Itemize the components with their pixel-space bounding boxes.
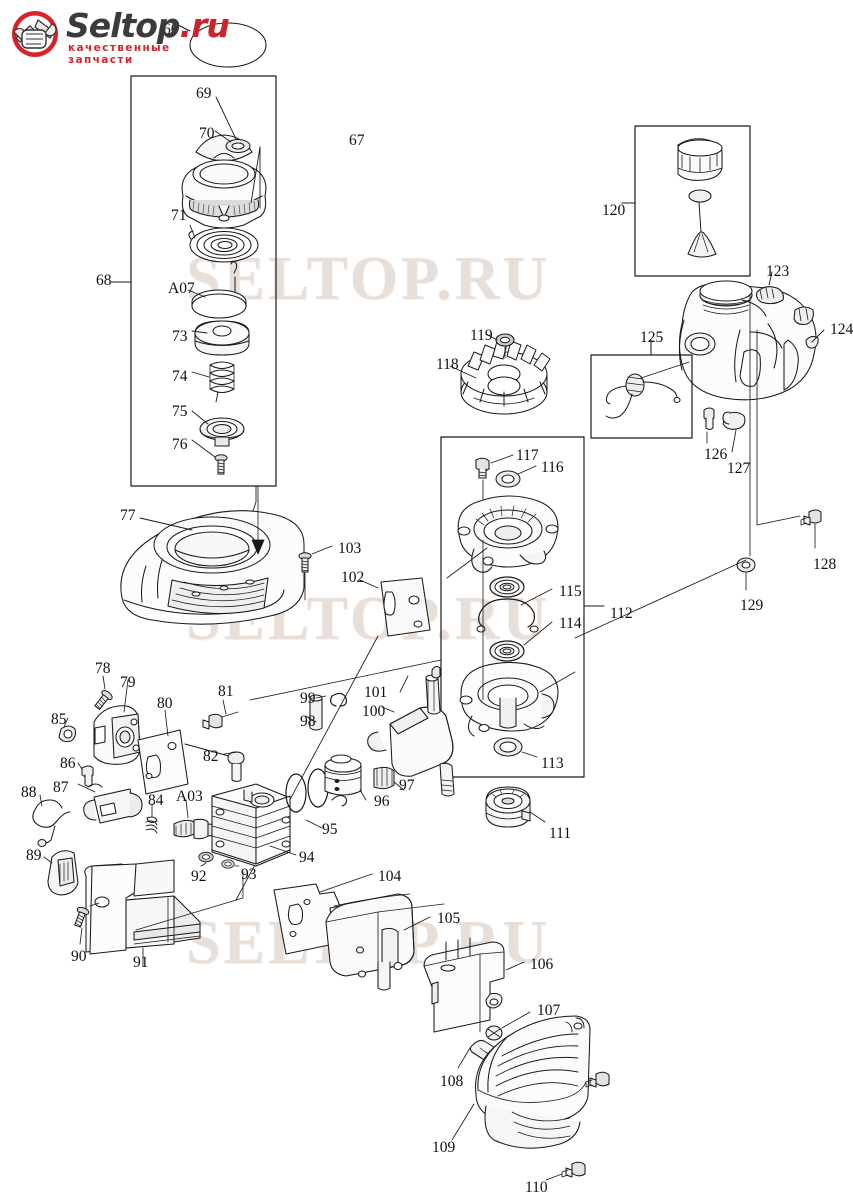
part-114-bearing: 114 [559, 615, 582, 632]
part-110-screw: 110 [525, 1179, 548, 1196]
part-129-washer: 129 [740, 597, 764, 614]
logo-tagline: качественные запчасти [68, 42, 171, 66]
part-73-rope-pulley: 73 [172, 328, 188, 345]
part-104-muffler-gasket: 104 [378, 868, 402, 885]
part-76-screw: 76 [172, 436, 188, 453]
part-71-rewind-spring: 71 [171, 207, 187, 224]
logo-domain: .ru [179, 6, 230, 45]
part-93-nut: 93 [241, 866, 257, 883]
part-111-clutch-drum: 111 [549, 825, 572, 842]
part-125-fuel-line-assembly: 125 [640, 329, 664, 346]
part-116-washer: 116 [541, 459, 564, 476]
part-89-grip: 89 [26, 847, 42, 864]
site-logo[interactable]: Seltop.ru качественные запчасти [8, 6, 230, 66]
part-113-oil-seal: 113 [541, 755, 564, 772]
part-a07-starter-rope: A07 [168, 280, 195, 297]
part-127-fuel-filter: 127 [727, 460, 751, 477]
part-81-bolt: 81 [218, 683, 234, 700]
part-119-nut: 119 [470, 327, 493, 344]
part-80-insulator: 80 [157, 695, 173, 712]
part-120-fuel-cap-assembly: 120 [602, 202, 626, 219]
part-108-bolt: 108 [440, 1073, 464, 1090]
part-97-needle-bearing: 97 [399, 777, 415, 794]
part-115-circlip: 115 [559, 583, 582, 600]
part-85-primer: 85 [51, 711, 67, 728]
part-78-screw: 78 [95, 660, 111, 677]
logo-wordmark: Seltop.ru [66, 6, 230, 45]
part-94-cylinder: 94 [299, 849, 315, 866]
part-91-housing: 91 [133, 954, 149, 971]
part-84-spring: 84 [148, 792, 164, 809]
part-112-crankcase-assembly: 112 [610, 605, 633, 622]
part-90-screw: 90 [71, 948, 87, 965]
part-95-piston-rings: 95 [322, 821, 338, 838]
part-117-bolt: 117 [516, 447, 539, 464]
part-126-grommet: 126 [704, 446, 728, 463]
part-124-fuel-tank: 124 [830, 321, 853, 338]
part-77-engine-cover: 77 [120, 507, 136, 524]
part-a03-spark-plug: A03 [176, 788, 203, 805]
logo-name: Seltop [66, 6, 181, 45]
fist-wrench-icon [12, 11, 58, 57]
part-88-lead-wire: 88 [21, 784, 37, 801]
part-105-muffler: 105 [437, 910, 461, 927]
part-128-bolt: 128 [813, 556, 837, 573]
part-79-carburetor: 79 [120, 674, 136, 691]
part-87-ignition-coil: 87 [53, 779, 69, 796]
part-82-choke-rod: 82 [203, 748, 219, 765]
part-98-piston-pin: 98 [300, 713, 316, 730]
part-70-bushing: 70 [199, 125, 215, 142]
part-67-screw: 67 [349, 132, 365, 149]
part-103-screw: 103 [338, 540, 362, 557]
part-96-piston: 96 [374, 793, 390, 810]
part-100-crankshaft: 100 [362, 703, 386, 720]
part-92-nut: 92 [191, 868, 207, 885]
part-123-clip: 123 [766, 263, 790, 280]
part-86-fitting: 86 [60, 755, 76, 772]
part-109-muffler-cover: 109 [432, 1139, 456, 1156]
part-102-gasket: 102 [341, 569, 365, 586]
part-107-bolt: 107 [537, 1002, 561, 1019]
part-118-flywheel-fan: 118 [436, 356, 459, 373]
part-68-recoil-assembly: 68 [96, 272, 112, 289]
part-75-ratchet: 75 [172, 403, 188, 420]
part-74-spring: 74 [172, 368, 188, 385]
part-99-circlip: 99 [300, 690, 316, 707]
part-106-heat-shield: 106 [530, 956, 554, 973]
part-101-key: 101 [364, 684, 388, 701]
part-66: 66 [163, 21, 179, 38]
part-69-starter-handle: 69 [196, 85, 212, 102]
